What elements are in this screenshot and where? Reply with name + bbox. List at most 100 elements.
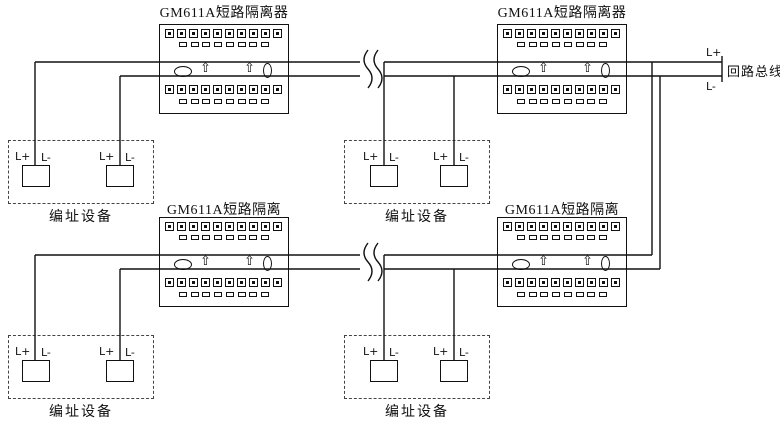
- terminal: [237, 278, 246, 287]
- terminal-mark: [190, 235, 199, 240]
- terminal: [527, 85, 536, 94]
- terminal-marks-top: [179, 42, 269, 47]
- up-arrow-icon: ⇧: [582, 61, 593, 76]
- terminal-mark: [202, 99, 211, 104]
- terminal-mark: [540, 99, 549, 104]
- terminal: [261, 85, 270, 94]
- terminal-label-lminus: L-: [459, 346, 469, 359]
- terminal: [587, 29, 596, 38]
- terminal: [237, 85, 246, 94]
- addressable-device: [22, 360, 50, 382]
- terminal-mark: [575, 235, 584, 240]
- terminal: [261, 278, 270, 287]
- isolator-module-2: ⇧ ⇧: [497, 24, 627, 114]
- up-arrow-icon: ⇧: [200, 61, 211, 76]
- device-group-caption: 编址设备: [385, 210, 449, 225]
- isolator-title: GM611A短路隔离器: [497, 6, 627, 21]
- terminal: [249, 222, 258, 231]
- terminal-mark: [202, 42, 211, 47]
- terminal: [249, 29, 258, 38]
- terminal-mark: [552, 99, 561, 104]
- terminal: [261, 29, 270, 38]
- terminal: [249, 85, 258, 94]
- terminal-mark: [575, 99, 584, 104]
- terminal-mark: [563, 235, 572, 240]
- terminal-mark: [179, 42, 187, 47]
- terminal: [575, 29, 584, 38]
- terminal: [539, 29, 548, 38]
- terminal-mark: [587, 42, 596, 47]
- terminal: [177, 29, 186, 38]
- terminal-mark: [190, 42, 199, 47]
- terminal-mark: [179, 235, 187, 240]
- terminal: [587, 222, 596, 231]
- led-indicator-icon: [263, 256, 272, 271]
- terminal-mark: [552, 292, 561, 297]
- terminal: [177, 278, 186, 287]
- terminal-mark: [260, 235, 269, 240]
- terminal-strip-bottom: [165, 278, 282, 287]
- terminal-mark: [598, 292, 607, 297]
- terminal: [563, 278, 572, 287]
- led-indicator-icon: [601, 63, 610, 78]
- terminal-marks-top: [179, 235, 269, 240]
- terminal: [165, 278, 174, 287]
- terminal: [225, 85, 234, 94]
- terminal-mark: [260, 42, 269, 47]
- terminal: [189, 278, 198, 287]
- led-indicator-icon: [512, 66, 530, 77]
- terminal-label-lplus: L+: [15, 150, 31, 163]
- terminal: [575, 278, 584, 287]
- terminal-label-lminus: L-: [41, 151, 51, 164]
- terminal: [213, 278, 222, 287]
- terminal-mark: [249, 42, 258, 47]
- led-indicator-icon: [601, 256, 610, 271]
- terminal: [165, 85, 174, 94]
- terminal: [273, 278, 282, 287]
- terminal: [515, 278, 524, 287]
- terminal: [611, 278, 620, 287]
- terminal-mark: [190, 292, 199, 297]
- bus-label-lplus: L+: [706, 46, 722, 59]
- terminal-mark: [260, 292, 269, 297]
- up-arrow-icon: ⇧: [538, 61, 549, 76]
- terminal: [599, 29, 608, 38]
- terminal-mark: [517, 292, 525, 297]
- terminal: [201, 85, 210, 94]
- terminal-mark: [575, 42, 584, 47]
- terminal: [503, 29, 512, 38]
- terminal: [611, 85, 620, 94]
- terminal-strip-top: [503, 29, 620, 38]
- terminal-mark: [540, 292, 549, 297]
- terminal-label-lminus: L-: [459, 151, 469, 164]
- terminal: [189, 85, 198, 94]
- terminal-mark: [598, 42, 607, 47]
- terminal: [527, 278, 536, 287]
- terminal-marks-bottom: [517, 99, 607, 104]
- terminal-mark: [528, 42, 537, 47]
- terminal-label-lminus: L-: [125, 346, 135, 359]
- terminal-label-lplus: L+: [433, 150, 449, 163]
- terminal-label-lminus: L-: [41, 346, 51, 359]
- terminal-mark: [587, 99, 596, 104]
- terminal-mark: [598, 235, 607, 240]
- terminal-mark: [225, 292, 234, 297]
- terminal: [237, 29, 246, 38]
- terminal: [213, 29, 222, 38]
- terminal-label-lminus: L-: [389, 346, 399, 359]
- terminal-mark: [552, 42, 561, 47]
- terminal-mark: [260, 99, 269, 104]
- terminal-mark: [202, 292, 211, 297]
- led-indicator-icon: [263, 63, 272, 78]
- terminal-mark: [214, 99, 223, 104]
- terminal-mark: [517, 99, 525, 104]
- terminal-mark: [225, 42, 234, 47]
- terminal-mark: [540, 42, 549, 47]
- terminal-mark: [587, 235, 596, 240]
- terminal: [527, 222, 536, 231]
- terminal-mark: [214, 235, 223, 240]
- terminal: [189, 222, 198, 231]
- terminal: [599, 85, 608, 94]
- terminal-mark: [190, 99, 199, 104]
